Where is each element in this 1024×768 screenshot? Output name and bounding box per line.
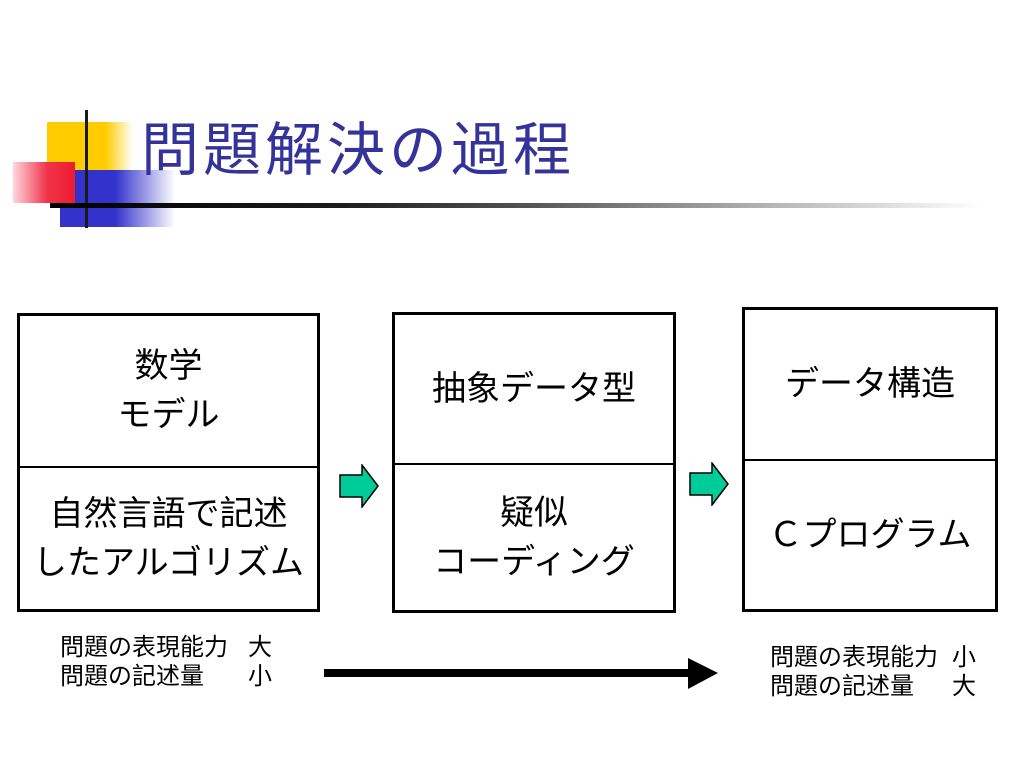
stage-box-abstract-data-type: 抽象データ型 疑似 コーディング	[392, 312, 676, 613]
box-line: 数学	[134, 347, 203, 385]
flow-right-arrow-icon	[339, 464, 379, 508]
decoration-blue-square	[60, 170, 175, 227]
note-row: 問題の表現能力 大	[60, 633, 272, 662]
box-top-section: 数学 モデル	[20, 316, 317, 468]
box-line: 抽象データ型	[432, 369, 636, 408]
stage-box-math-model: 数学 モデル 自然言語で記述 したアルゴリズム	[17, 313, 320, 612]
box-line: 自然言語で記述	[49, 494, 288, 533]
box-line: モデル	[117, 396, 220, 434]
long-right-arrow-icon	[324, 658, 718, 689]
title-underline-rule	[50, 203, 1010, 208]
slide-title: 問題解決の過程	[141, 118, 576, 183]
note-value: 小	[248, 663, 272, 690]
decoration-vertical-line	[85, 110, 88, 228]
note-value: 大	[952, 673, 976, 700]
note-label: 問題の記述量	[770, 673, 914, 700]
stage-box-data-structure: データ構造 Ｃプログラム	[742, 307, 998, 612]
note-row: 問題の表現能力 小	[770, 643, 976, 672]
box-line: Ｃプログラム	[768, 515, 972, 554]
note-value: 大	[248, 634, 272, 661]
decoration-red-square	[13, 162, 75, 203]
note-label: 問題の表現能力	[60, 634, 228, 661]
note-value: 小	[952, 644, 976, 671]
box-top-section: 抽象データ型	[395, 315, 673, 465]
box-line: 疑似	[500, 493, 568, 532]
note-label: 問題の記述量	[60, 663, 204, 690]
box-bottom-section: Ｃプログラム	[745, 461, 995, 609]
box-line: したアルゴリズム	[33, 543, 304, 582]
box-line: コーディング	[433, 542, 635, 581]
note-row: 問題の記述量 大	[770, 672, 976, 701]
box-bottom-section: 自然言語で記述 したアルゴリズム	[20, 468, 317, 609]
note-row: 問題の記述量 小	[60, 662, 272, 691]
flow-right-arrow-icon	[689, 462, 729, 506]
box-top-section: データ構造	[745, 310, 995, 461]
note-left: 問題の表現能力 大 問題の記述量 小	[60, 633, 272, 691]
note-label: 問題の表現能力	[770, 644, 938, 671]
note-right: 問題の表現能力 小 問題の記述量 大	[770, 643, 976, 701]
box-line: データ構造	[785, 365, 955, 403]
box-bottom-section: 疑似 コーディング	[395, 465, 673, 610]
